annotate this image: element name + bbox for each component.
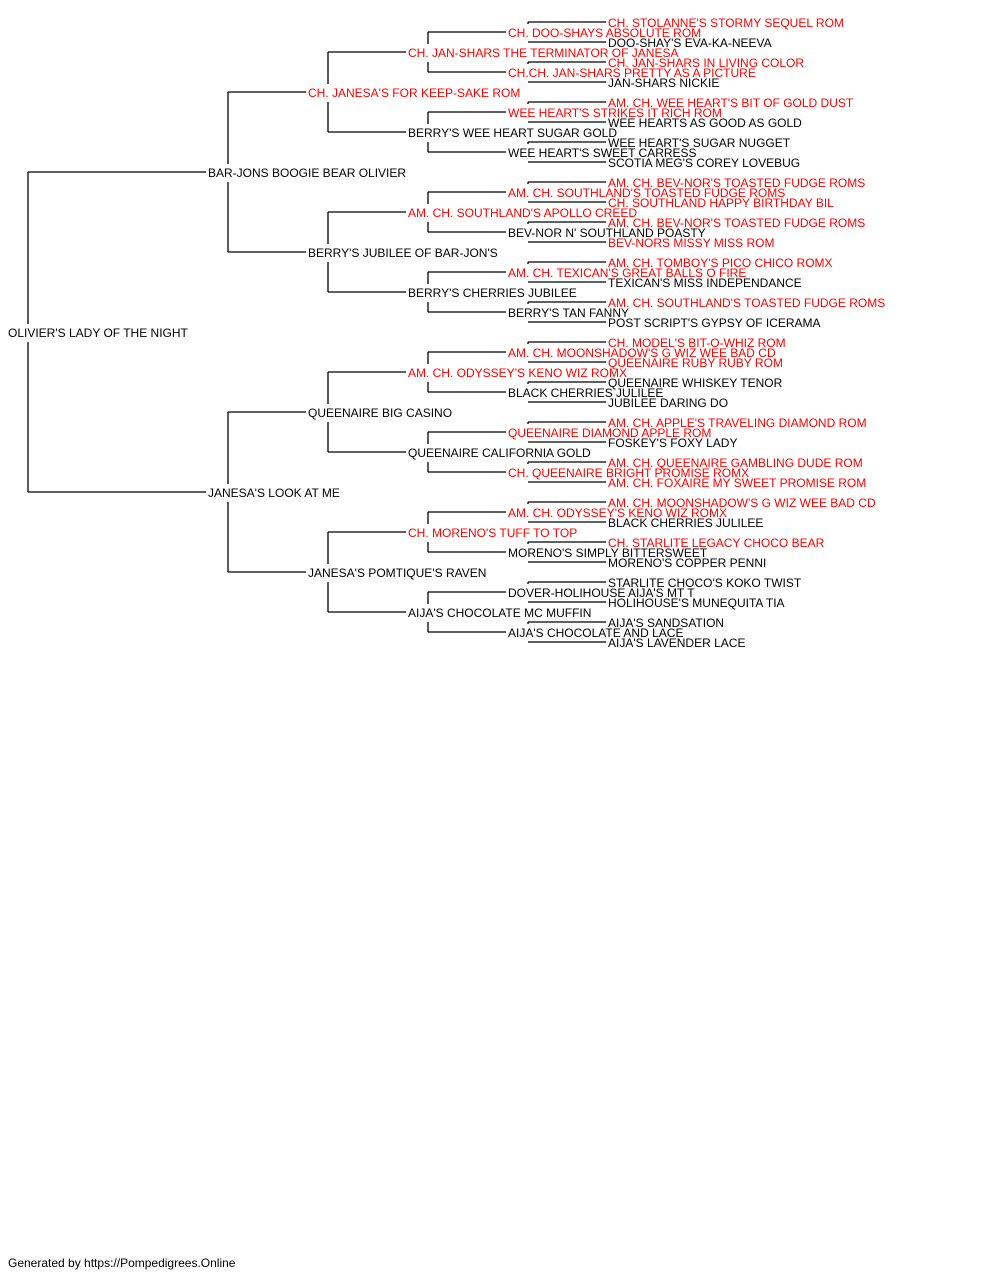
ancestor-name: QUEENAIRE DIAMOND APPLE ROM (508, 426, 711, 440)
ancestor-name: AM. CH. SOUTHLAND'S APOLLO CREED (408, 206, 637, 220)
ancestor-name: QUEENAIRE RUBY RUBY ROM (608, 356, 783, 370)
ancestor-name: AM. CH. BEV-NOR'S TOASTED FUDGE ROMS (608, 216, 865, 230)
ancestor-name: CH. SOUTHLAND HAPPY BIRTHDAY BIL (608, 196, 834, 210)
ancestor-name: AM. CH. MOONSHADOW'S G WIZ WEE BAD CD (508, 346, 776, 360)
ancestor-name: AM. CH. TOMBOY'S PICO CHICO ROMX (608, 256, 833, 270)
ancestor-name: AM. CH. SOUTHLAND'S TOASTED FUDGE ROMS (508, 186, 785, 200)
ancestor-name: BERRY'S JUBILEE OF BAR-JON'S (308, 246, 498, 260)
dog-labels: OLIVIER'S LADY OF THE NIGHT BAR-JONS BOOG… (8, 16, 885, 650)
ancestor-name: AM. CH. ODYSSEY'S KENO WIZ ROMX (508, 506, 727, 520)
footer-credit: Generated by https://Pompedigrees.Online (8, 1256, 236, 1270)
ancestor-name: BLACK CHERRIES JULILEE (508, 386, 663, 400)
ancestor-name: BERRY'S CHERRIES JUBILEE (408, 286, 577, 300)
ancestor-name: MORENO'S COPPER PENNI (608, 556, 766, 570)
ancestor-name: QUEENAIRE BIG CASINO (308, 406, 452, 420)
ancestor-name: BERRY'S TAN FANNY (508, 306, 629, 320)
ancestor-name: AM. CH. SOUTHLAND'S TOASTED FUDGE ROMS (608, 296, 885, 310)
ancestor-name: AM. CH. APPLE'S TRAVELING DIAMOND ROM (608, 416, 867, 430)
ancestor-name: MORENO'S SIMPLY BITTERSWEET (508, 546, 708, 560)
ancestor-name: AM. CH. FOXAIRE MY SWEET PROMISE ROM (608, 476, 866, 490)
ancestor-name: DOO-SHAY'S EVA-KA-NEEVA (608, 36, 772, 50)
ancestor-name: CH. STARLITE LEGACY CHOCO BEAR (608, 536, 825, 550)
ancestor-name: WEE HEART'S SWEET CARRESS (508, 146, 697, 160)
connector-lines (27, 21, 606, 643)
ancestor-name: CH. JANESA'S FOR KEEP-SAKE ROM (308, 86, 520, 100)
ancestor-name: FOSKEY'S FOXY LADY (608, 436, 737, 450)
ancestor-name: STARLITE CHOCO'S KOKO TWIST (608, 576, 802, 590)
ancestor-name: JANESA'S LOOK AT ME (208, 486, 340, 500)
ancestor-name: CH. STOLANNE'S STORMY SEQUEL ROM (608, 16, 844, 30)
ancestor-name: BLACK CHERRIES JULILEE (608, 516, 763, 530)
ancestor-name: BERRY'S WEE HEART SUGAR GOLD (408, 126, 617, 140)
ancestor-name: AM. CH. BEV-NOR'S TOASTED FUDGE ROMS (608, 176, 865, 190)
ancestor-name: AIJA'S CHOCOLATE AND LACE (508, 626, 683, 640)
ancestor-name: JANESA'S POMTIQUE'S RAVEN (308, 566, 486, 580)
ancestor-name: JUBILEE DARING DO (608, 396, 728, 410)
ancestor-name: AM. CH. ODYSSEY'S KENO WIZ ROMX (408, 366, 627, 380)
ancestor-name: QUEENAIRE WHISKEY TENOR (608, 376, 783, 390)
ancestor-name: DOVER-HOLIHOUSE AIJA'S MT T (508, 586, 695, 600)
ancestor-name: HOLIHOUSE'S MUNEQUITA TIA (608, 596, 785, 610)
ancestor-name: AM. CH. TEXICAN'S GREAT BALLS O FIRE (508, 266, 746, 280)
ancestor-name: BAR-JONS BOOGIE BEAR OLIVIER (208, 166, 406, 180)
ancestor-name: CH.CH. JAN-SHARS PRETTY AS A PICTURE (508, 66, 756, 80)
ancestor-name: AIJA'S LAVENDER LACE (608, 636, 745, 650)
ancestor-name: WEE HEARTS AS GOOD AS GOLD (608, 116, 802, 130)
ancestor-name: CH. MORENO'S TUFF TO TOP (408, 526, 577, 540)
ancestor-name: QUEENAIRE CALIFORNIA GOLD (408, 446, 591, 460)
ancestor-name: CH. JAN-SHARS THE TERMINATOR OF JANESA (408, 46, 678, 60)
ancestor-name: CH. JAN-SHARS IN LIVING COLOR (608, 56, 804, 70)
ancestor-name: POST SCRIPT'S GYPSY OF ICERAMA (608, 316, 821, 330)
ancestor-name: CH. MODEL'S BIT-O-WHIZ ROM (608, 336, 786, 350)
ancestor-name: SCOTIA MEG'S COREY LOVEBUG (608, 156, 800, 170)
ancestor-name: CH. QUEENAIRE BRIGHT PROMISE ROMX (508, 466, 749, 480)
ancestor-name: BEV-NOR N' SOUTHLAND POASTY (508, 226, 706, 240)
ancestor-name: BEV-NORS MISSY MISS ROM (608, 236, 774, 250)
ancestor-name: AM. CH. MOONSHADOW'S G WIZ WEE BAD CD (608, 496, 876, 510)
subject-dog-name: OLIVIER'S LADY OF THE NIGHT (8, 326, 189, 340)
ancestor-name: AM. CH. QUEENAIRE GAMBLING DUDE ROM (608, 456, 863, 470)
ancestor-name: CH. DOO-SHAYS ABSOLUTE ROM (508, 26, 701, 40)
ancestor-name: WEE HEART'S SUGAR NUGGET (608, 136, 791, 150)
ancestor-name: AIJA'S SANDSATION (608, 616, 724, 630)
ancestor-name: TEXICAN'S MISS INDEPENDANCE (608, 276, 802, 290)
ancestor-name: JAN-SHARS NICKIE (608, 76, 719, 90)
ancestor-name: AM. CH. WEE HEART'S BIT OF GOLD DUST (608, 96, 854, 110)
ancestor-name: AIJA'S CHOCOLATE MC MUFFIN (408, 606, 591, 620)
ancestor-name: WEE HEART'S STRIKES IT RICH ROM (508, 106, 722, 120)
